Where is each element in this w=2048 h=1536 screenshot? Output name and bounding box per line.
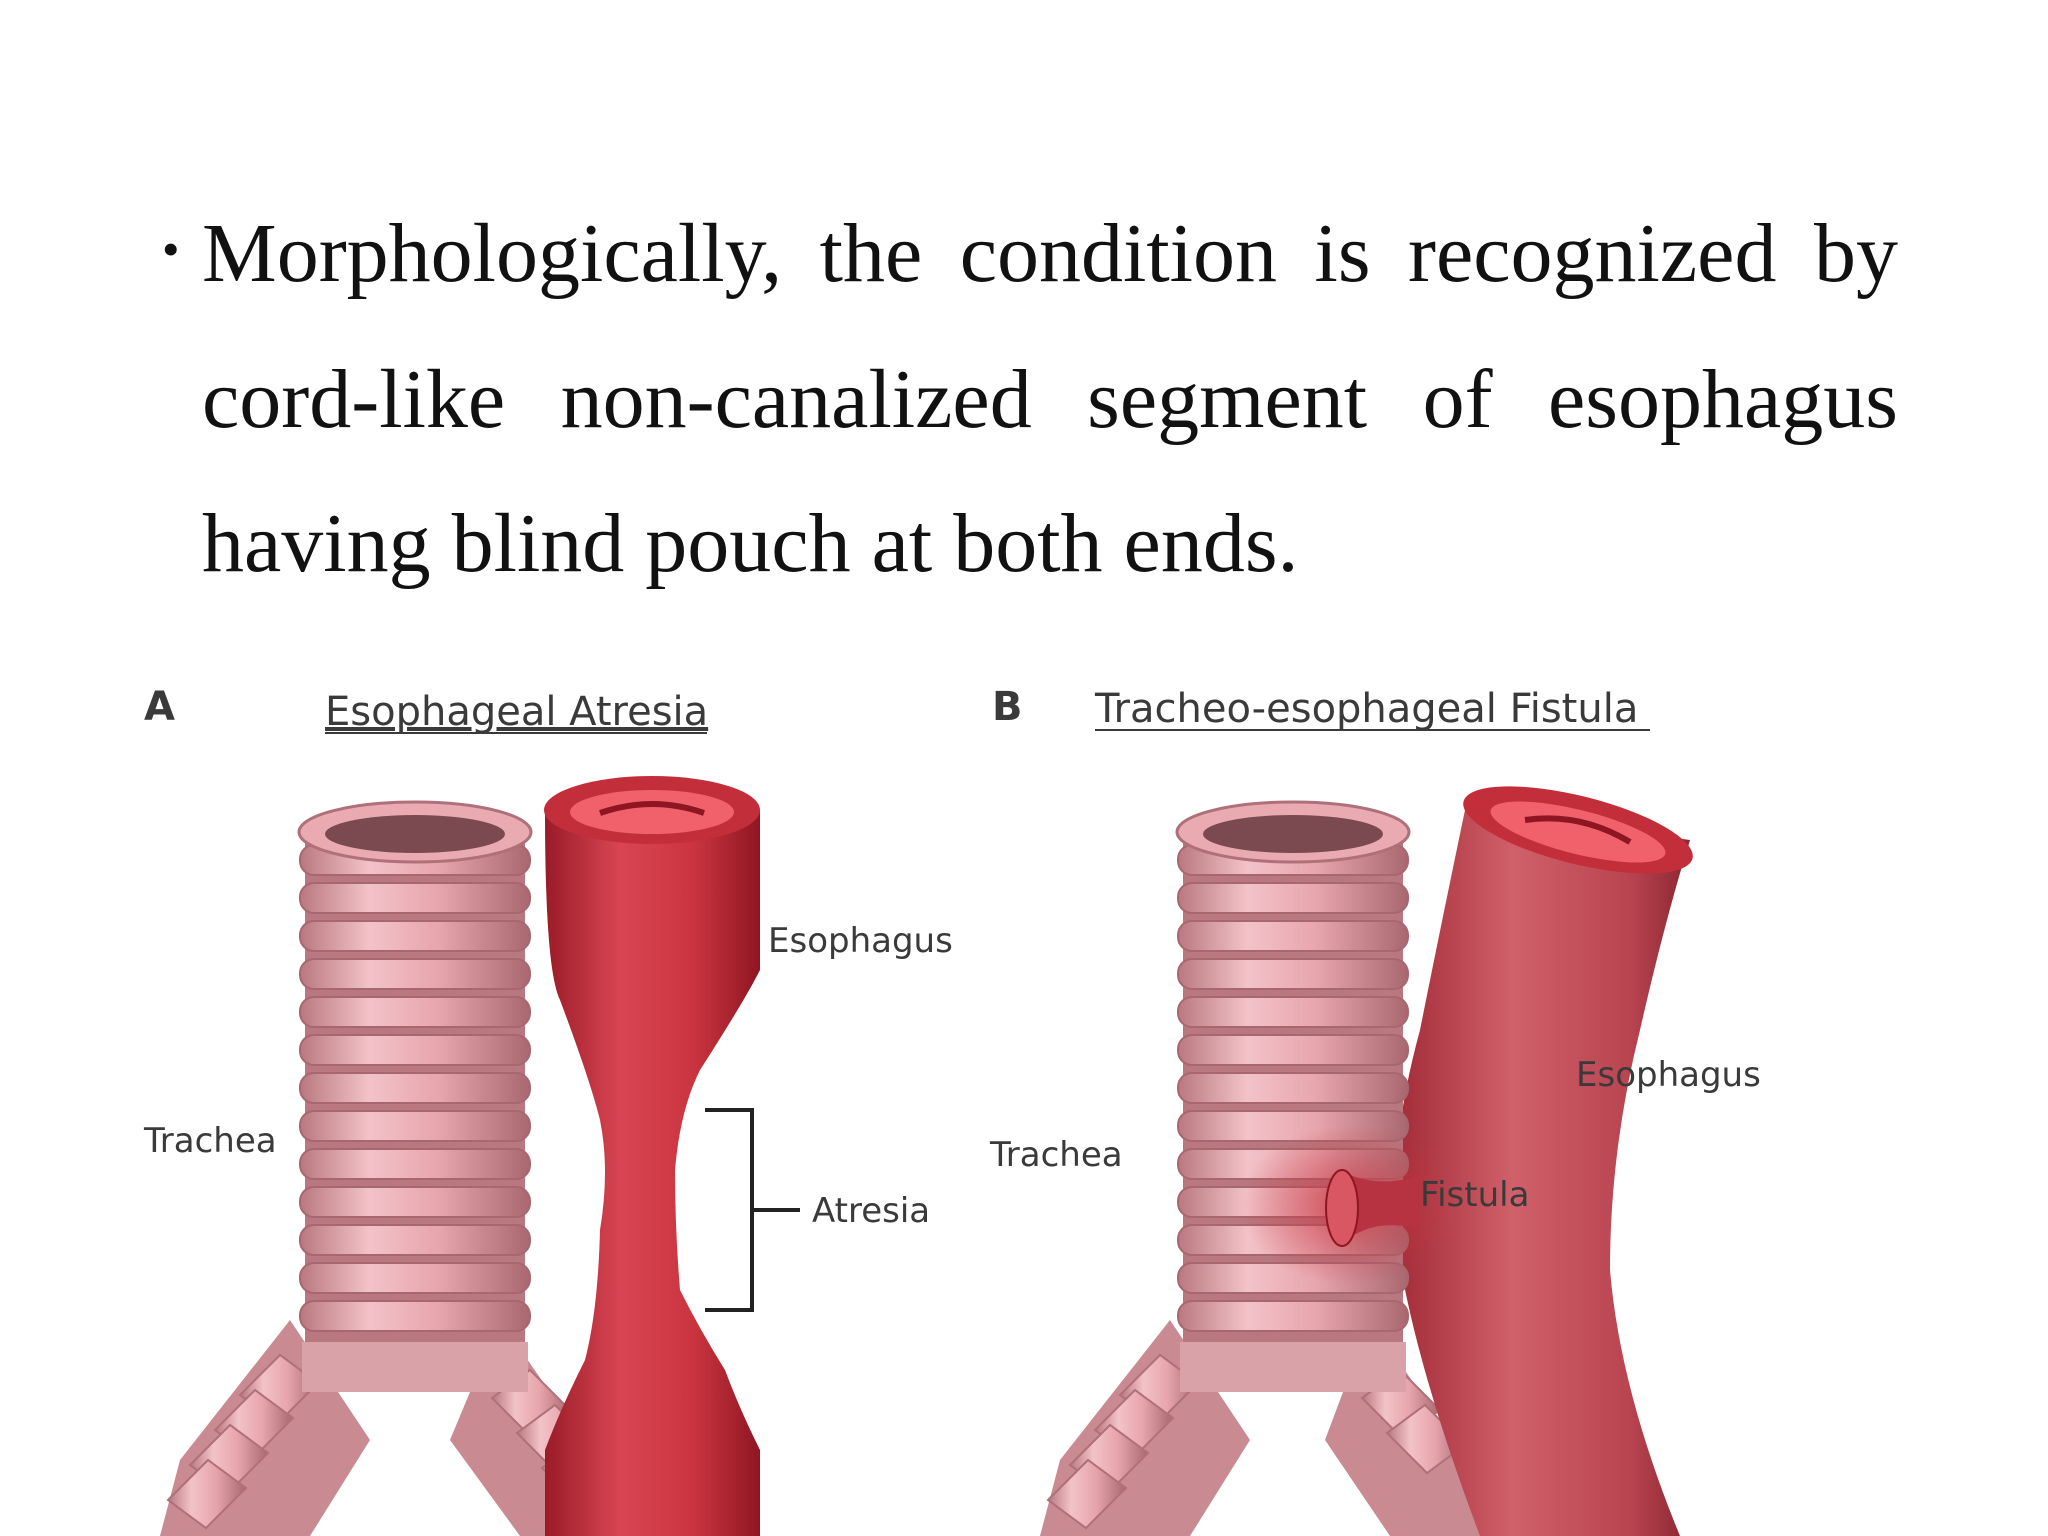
label-trachea-b: Trachea bbox=[989, 1135, 1123, 1175]
trachea-a bbox=[297, 800, 533, 1392]
atresia-bracket bbox=[705, 1108, 800, 1312]
word: esophagus bbox=[1548, 353, 1898, 446]
word: segment bbox=[1087, 353, 1368, 446]
word: Morphologically, bbox=[202, 207, 783, 300]
word: non-canalized bbox=[560, 353, 1032, 446]
panel-a-title: Esophageal Atresia bbox=[325, 689, 708, 735]
word: recognized bbox=[1408, 207, 1777, 300]
label-trachea-a: Trachea bbox=[143, 1121, 277, 1161]
panel-a: A Esophageal Atresia bbox=[143, 684, 953, 1536]
label-esophagus-b: Esophagus bbox=[1576, 1055, 1761, 1095]
panel-b: B Tracheo-esophageal Fistula bbox=[989, 684, 1761, 1536]
word: cord-like bbox=[202, 353, 506, 446]
word: by bbox=[1813, 207, 1898, 300]
word: is bbox=[1314, 207, 1371, 300]
bullet-line-3: having blind pouch at both ends. bbox=[202, 497, 1299, 590]
word: condition bbox=[959, 207, 1278, 300]
panel-b-letter: B bbox=[992, 684, 1023, 730]
panel-a-letter: A bbox=[144, 684, 175, 730]
label-atresia: Atresia bbox=[812, 1191, 930, 1231]
figure-svg: A Esophageal Atresia bbox=[143, 684, 1761, 1536]
esophagus-a bbox=[544, 776, 760, 1536]
word: of bbox=[1422, 353, 1493, 446]
esophagus-b bbox=[1394, 786, 1693, 1536]
fistula-connection bbox=[1240, 1125, 1460, 1285]
word: the bbox=[819, 207, 923, 300]
bullet-line-1: Morphologically, the condition is recogn… bbox=[202, 212, 1898, 296]
trachea-b bbox=[1175, 800, 1411, 1392]
anatomy-figure: A Esophageal Atresia bbox=[120, 670, 1840, 1536]
bullet-marker: • bbox=[162, 221, 180, 277]
panel-b-title: Tracheo-esophageal Fistula bbox=[1094, 686, 1638, 732]
bullet-line-2: cord-like non-canalized segment of esoph… bbox=[202, 358, 1898, 442]
label-fistula: Fistula bbox=[1420, 1175, 1529, 1215]
label-esophagus-a: Esophagus bbox=[768, 921, 953, 961]
